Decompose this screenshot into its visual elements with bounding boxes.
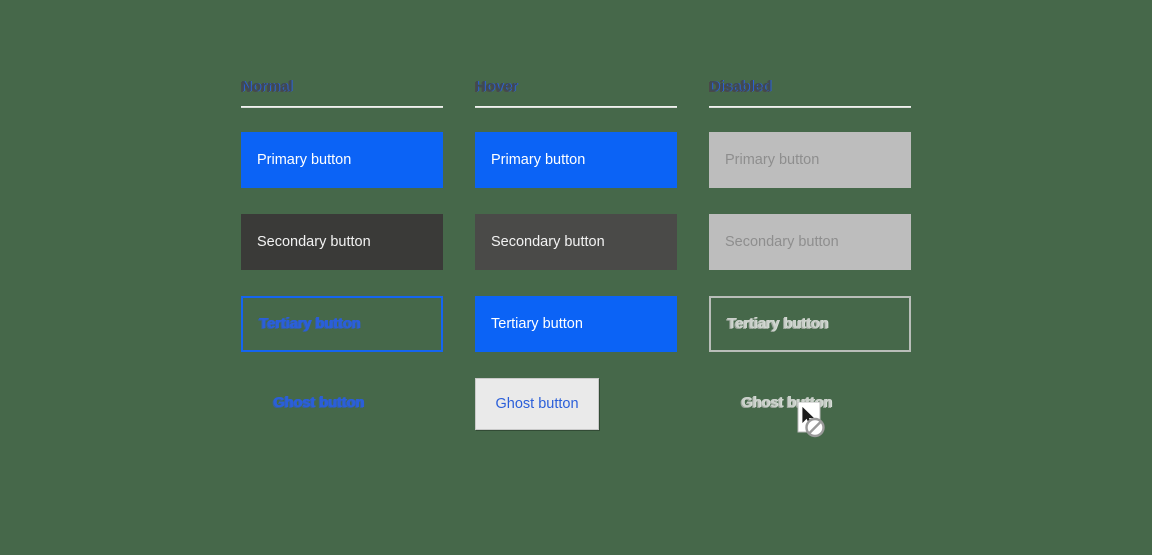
- state-column-hover: Hover Primary button Secondary button Te…: [475, 78, 677, 456]
- secondary-button-normal[interactable]: Secondary button: [241, 214, 443, 270]
- column-heading-hover: Hover: [475, 78, 677, 102]
- tertiary-button-disabled: Tertiary button: [709, 296, 911, 352]
- button-states-matrix: Normal Primary button Secondary button T…: [241, 78, 911, 456]
- column-divider: [709, 106, 911, 108]
- primary-button-normal[interactable]: Primary button: [241, 132, 443, 188]
- column-heading-label: Hover: [475, 78, 518, 95]
- tertiary-button-normal[interactable]: Tertiary button: [241, 296, 443, 352]
- column-gap: [677, 78, 709, 456]
- ghost-button-disabled: Ghost button: [725, 378, 848, 428]
- tertiary-button-hover[interactable]: Tertiary button: [475, 296, 677, 352]
- primary-button-disabled: Primary button: [709, 132, 911, 188]
- column-gap: [443, 78, 475, 456]
- column-heading-disabled: Disabled: [709, 78, 911, 102]
- ghost-button-hover[interactable]: Ghost button: [475, 378, 599, 430]
- column-divider: [475, 106, 677, 108]
- column-heading-label: Disabled: [709, 78, 772, 95]
- state-column-normal: Normal Primary button Secondary button T…: [241, 78, 443, 456]
- secondary-button-disabled: Secondary button: [709, 214, 911, 270]
- state-column-disabled: Disabled Primary button Secondary button…: [709, 78, 911, 456]
- primary-button-hover[interactable]: Primary button: [475, 132, 677, 188]
- column-divider: [241, 106, 443, 108]
- secondary-button-hover[interactable]: Secondary button: [475, 214, 677, 270]
- column-heading-label: Normal: [241, 78, 293, 95]
- ghost-button-normal[interactable]: Ghost button: [257, 378, 380, 428]
- column-heading-normal: Normal: [241, 78, 443, 102]
